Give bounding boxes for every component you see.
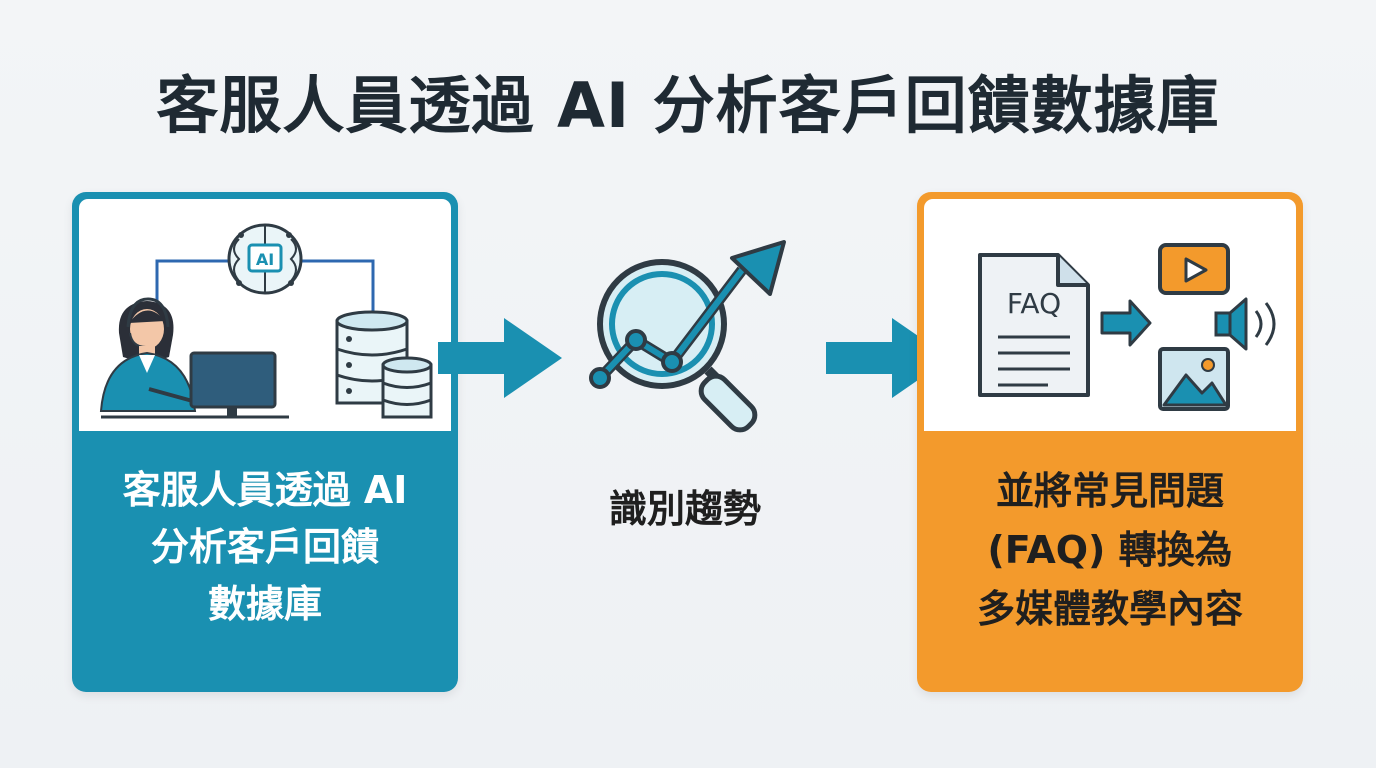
faq-doc-text: FAQ <box>1007 287 1061 320</box>
image-picture-icon <box>1158 347 1230 411</box>
step-illustration-analyze: AI <box>79 199 451 431</box>
database-small-icon <box>381 356 433 419</box>
step-card-convert: FAQ <box>917 192 1303 692</box>
step-label-line: 多媒體教學內容 <box>976 587 1243 631</box>
convert-arrow-icon <box>1100 299 1152 347</box>
flow-arrow-1 <box>438 318 562 398</box>
step-label-analyze: 客服人員透過 AI 分析客戶回饋 數據庫 <box>72 462 458 633</box>
brain-ai-text: AI <box>256 250 274 269</box>
agent-person-icon <box>99 297 208 412</box>
audio-speaker-icon <box>1214 297 1276 351</box>
monitor-icon <box>101 351 289 419</box>
database-icon <box>335 310 409 405</box>
ai-brain-icon: AI <box>227 223 303 295</box>
faq-document-icon: FAQ <box>978 253 1090 397</box>
page-title: 客服人員透過 AI 分析客戶回饋數據庫 <box>156 69 1220 142</box>
step-label-trend: 識別趨勢 <box>608 487 761 531</box>
video-play-icon <box>1158 243 1230 295</box>
step-label-line: 分析客戶回饋 <box>150 525 379 569</box>
step-label-line: 數據庫 <box>207 582 322 626</box>
step-label-line: (FAQ) 轉換為 <box>987 528 1233 572</box>
step-illustration-convert: FAQ <box>924 199 1296 431</box>
step-label-convert: 並將常見問題 (FAQ) 轉換為 多媒體教學內容 <box>917 462 1303 639</box>
trend-magnifier-icon <box>589 240 786 433</box>
connector-line <box>301 259 375 317</box>
step-label-line: 並將常見問題 <box>995 469 1224 513</box>
step-label-line: 客服人員透過 AI <box>122 468 408 512</box>
step-card-analyze: AI <box>72 192 458 692</box>
